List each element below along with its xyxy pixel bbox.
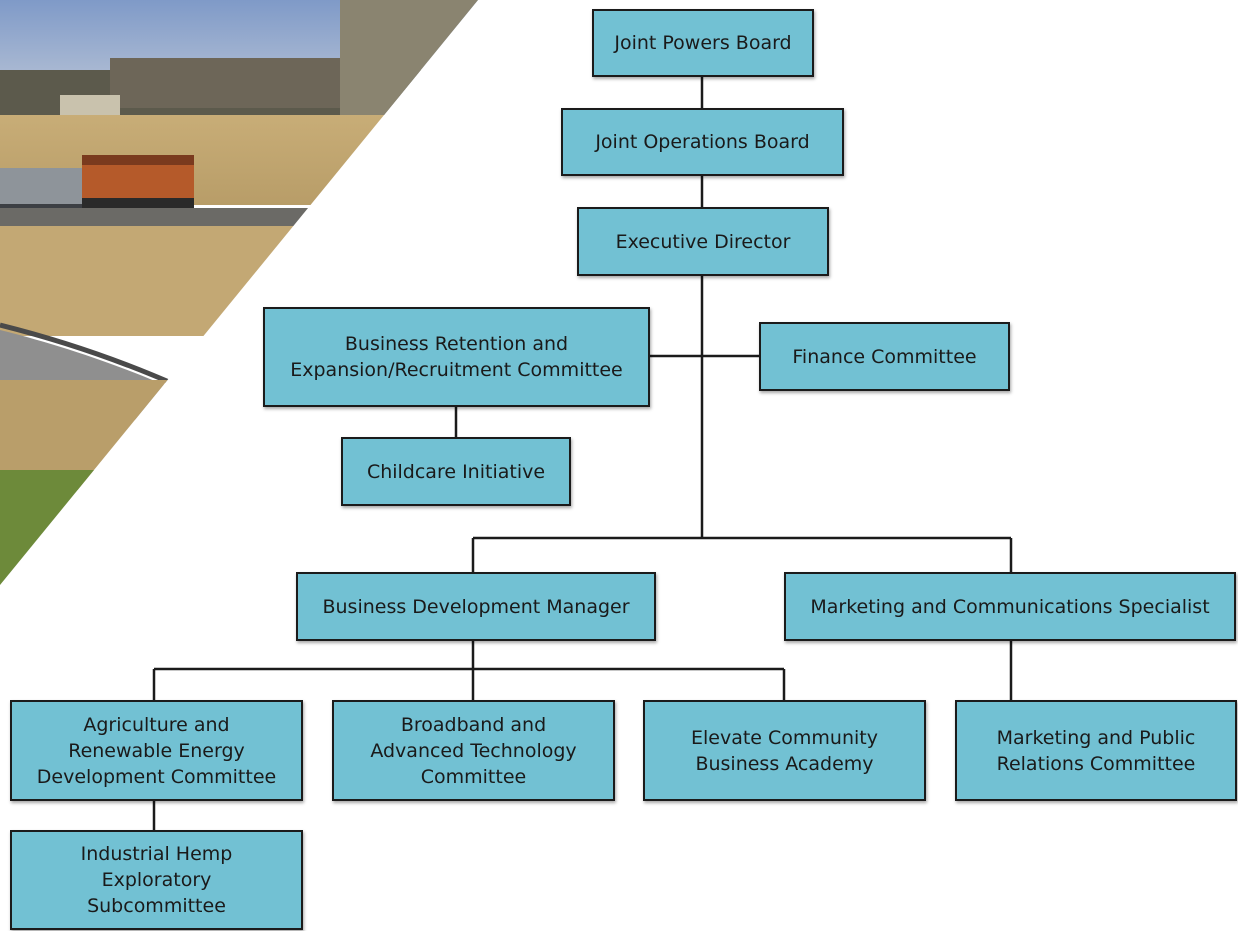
bre-committee-box: Business Retention and Expansion/Recruit… xyxy=(263,307,650,407)
train-photo xyxy=(0,0,478,585)
elevate-academy-box: Elevate Community Business Academy xyxy=(643,700,926,801)
business-development-manager-box: Business Development Manager xyxy=(296,572,656,641)
broadband-committee-box: Broadband and Advanced Technology Commit… xyxy=(332,700,615,801)
marketing-specialist-box: Marketing and Communications Specialist xyxy=(784,572,1236,641)
executive-director-box: Executive Director xyxy=(577,207,829,276)
childcare-initiative-box: Childcare Initiative xyxy=(341,437,571,506)
hemp-subcommittee-box: Industrial Hemp Exploratory Subcommittee xyxy=(10,830,303,930)
joint-operations-board-box: Joint Operations Board xyxy=(561,108,844,176)
finance-committee-box: Finance Committee xyxy=(759,322,1010,391)
marketing-pr-committee-box: Marketing and Public Relations Committee xyxy=(955,700,1237,801)
agriculture-committee-box: Agriculture and Renewable Energy Develop… xyxy=(10,700,303,801)
joint-powers-board-box: Joint Powers Board xyxy=(592,9,814,77)
